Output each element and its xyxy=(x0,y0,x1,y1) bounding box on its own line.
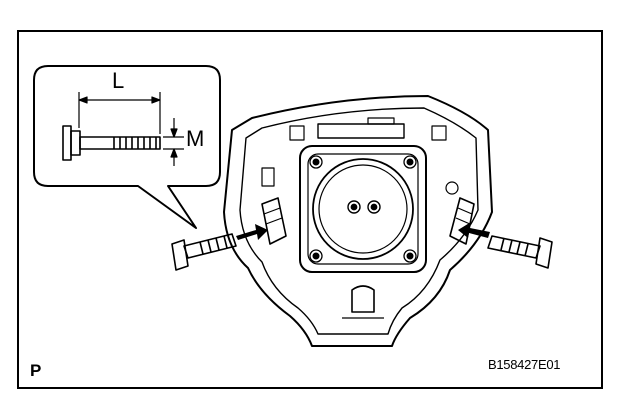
dimension-M xyxy=(163,118,184,166)
callout-bubble xyxy=(33,65,221,229)
diameter-label: M xyxy=(186,126,205,151)
left-arrow-icon xyxy=(236,224,268,240)
left-bolt-icon xyxy=(171,233,237,271)
dimension-L xyxy=(78,92,161,134)
view-letter: P xyxy=(30,361,42,380)
figure-code: B158427E01 xyxy=(488,357,561,372)
right-bolt-icon xyxy=(487,235,553,269)
right-arrow-icon xyxy=(458,222,490,238)
steering-pad-icon xyxy=(223,95,493,347)
callout-bolt-icon xyxy=(62,125,161,161)
length-label: L xyxy=(112,68,125,93)
figure-frame xyxy=(17,30,603,389)
